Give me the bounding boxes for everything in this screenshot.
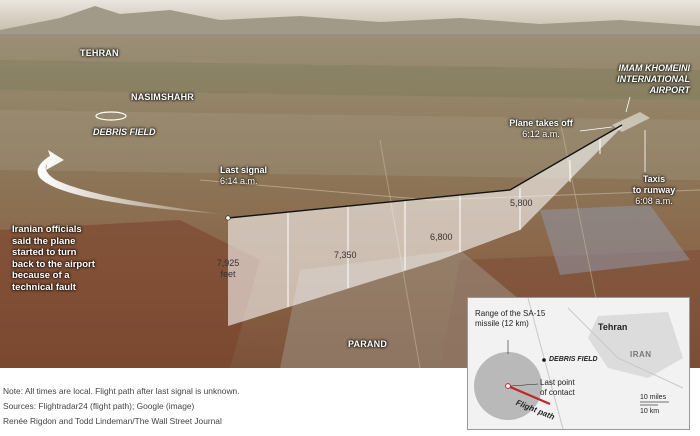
flight-path-line [227, 124, 623, 219]
plains [0, 110, 700, 180]
inset-label-debris-field: DEBRIS FIELD [549, 356, 598, 363]
scale-label-miles: 10 miles [640, 394, 667, 401]
leader-takeoff [579, 126, 613, 132]
inset-urban-area [588, 312, 683, 378]
urban-area-right [540, 205, 690, 275]
inset-flight-path [507, 384, 551, 406]
source-notes: Note: All times are local. Flight path a… [3, 384, 239, 429]
sources-text: Sources: Flightradar24 (flight path); Go… [3, 401, 195, 411]
inset-map-drawing [474, 298, 684, 429]
credit-text: Renée Rigdon and Todd Lindeman/The Wall … [3, 416, 222, 426]
turn-back-arrow [37, 150, 222, 214]
debris-field-marker [95, 111, 127, 121]
leader-airport [625, 96, 631, 113]
green-fields [0, 60, 700, 100]
inset-range-label: Range of the SA-15 missile (12 km) [475, 309, 546, 328]
inset-label-iran: IRAN [630, 350, 652, 359]
event-label-takeoff: Plane takes off 6:12 a.m. [509, 118, 573, 139]
inset-road [527, 298, 564, 429]
last-contact-marker [505, 383, 511, 389]
event-label-taxi: Taxis to runway 6:08 a.m. [632, 174, 676, 206]
place-label-airport: IMAM KHOMEINI INTERNATIONAL AIRPORT [617, 63, 690, 95]
place-label-debris-field: DEBRIS FIELD [93, 127, 156, 137]
locator-inset-map: Range of the SA-15 missile (12 km) Tehra… [467, 297, 690, 430]
event-label-last-signal: Last signal 6:14 a.m. [220, 165, 268, 186]
inset-label-last-contact: Last point of contact [540, 378, 575, 397]
inset-label-tehran: Tehran [598, 322, 628, 332]
last-signal-dot [225, 215, 231, 221]
scale-label-km: 10 km [640, 408, 660, 415]
place-label-tehran: TEHRAN [80, 48, 119, 58]
altitude-label-4: 5,800 [510, 198, 533, 208]
annotation-turn-back: Iranian officials said the plane started… [12, 224, 95, 293]
altitude-label-3: 6,800 [430, 232, 453, 242]
inset-leader-contact [510, 383, 539, 387]
note-text: Note: All times are local. Flight path a… [3, 386, 240, 396]
inset-debris-dot [542, 358, 546, 362]
place-label-parand: PARAND [348, 339, 388, 349]
flight-path-curtain [228, 125, 622, 326]
red-hills [0, 220, 260, 368]
mountain-ridge [0, 6, 700, 40]
altitude-label-2: 7,350 [334, 250, 357, 260]
altitude-label-1: 7,925 feet [216, 258, 240, 279]
place-label-nasimshahr: NASIMSHAHR [131, 92, 195, 102]
inset-road [567, 307, 684, 389]
